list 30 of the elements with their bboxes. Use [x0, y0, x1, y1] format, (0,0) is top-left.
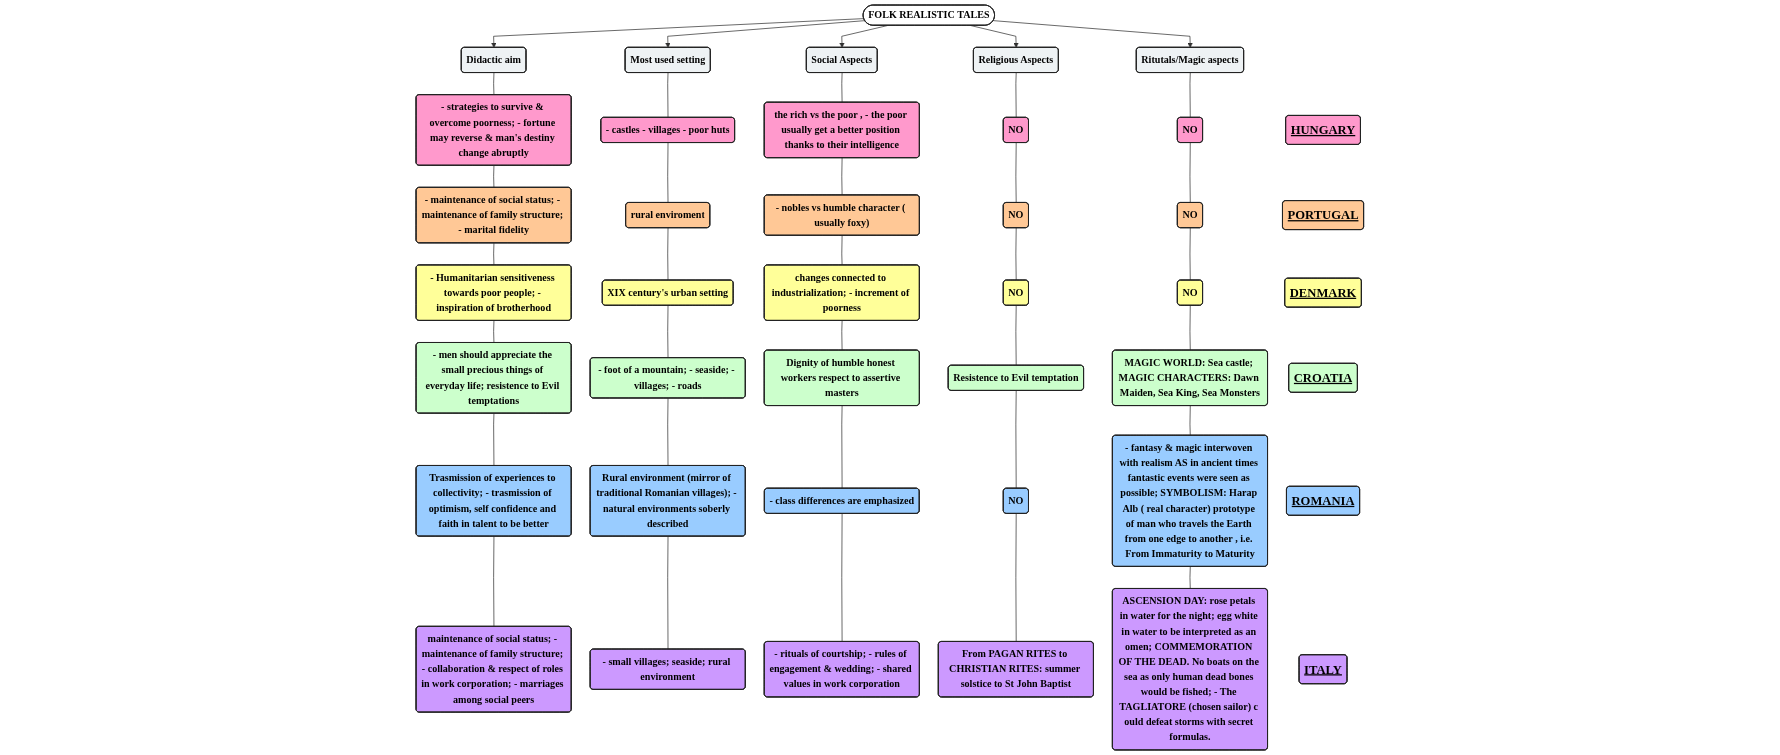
connector: [841, 320, 843, 351]
connector: [1189, 72, 1191, 118]
connector: [493, 320, 495, 344]
connector: [1015, 513, 1017, 643]
connector: [1015, 390, 1017, 489]
connector: [1015, 142, 1017, 204]
connector: [1189, 227, 1191, 281]
connector: [841, 235, 843, 266]
connector: [667, 227, 669, 281]
connector: [841, 157, 843, 196]
connector: [667, 142, 669, 204]
connector: [667, 305, 669, 359]
connector: [1189, 142, 1191, 204]
connector: [841, 513, 843, 643]
connector: [1189, 405, 1191, 436]
connector: [493, 536, 495, 627]
connector: [1015, 305, 1017, 366]
connector: [667, 72, 669, 118]
connector: [667, 398, 669, 467]
connector: [1189, 305, 1191, 351]
connector: [493, 72, 495, 96]
connector: [1015, 227, 1017, 281]
connector: [493, 413, 495, 467]
connector: [1015, 72, 1017, 118]
connector: [841, 72, 843, 103]
connector: [1189, 566, 1191, 590]
connector: [667, 536, 669, 650]
connector: [493, 242, 495, 266]
connector: [841, 405, 843, 489]
connector: [493, 165, 495, 188]
